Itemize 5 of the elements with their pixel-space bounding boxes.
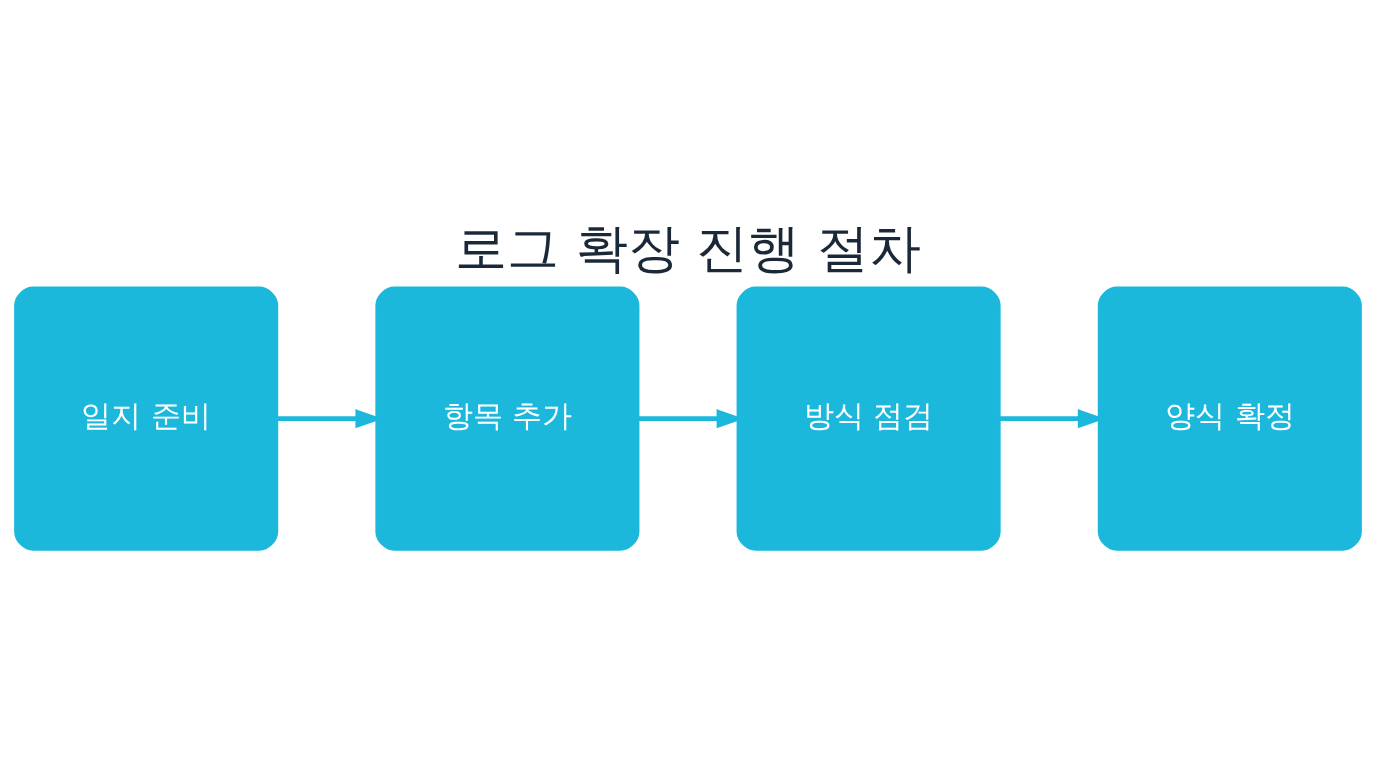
diagram-title: 로그 확장 진행 절차 [455,217,921,278]
node-box: 항목 추가 [375,286,640,551]
node-box: 양식 확정 [1097,286,1362,551]
node-box: 일지 준비 [14,286,279,551]
node-box: 방식 점검 [736,286,1001,551]
